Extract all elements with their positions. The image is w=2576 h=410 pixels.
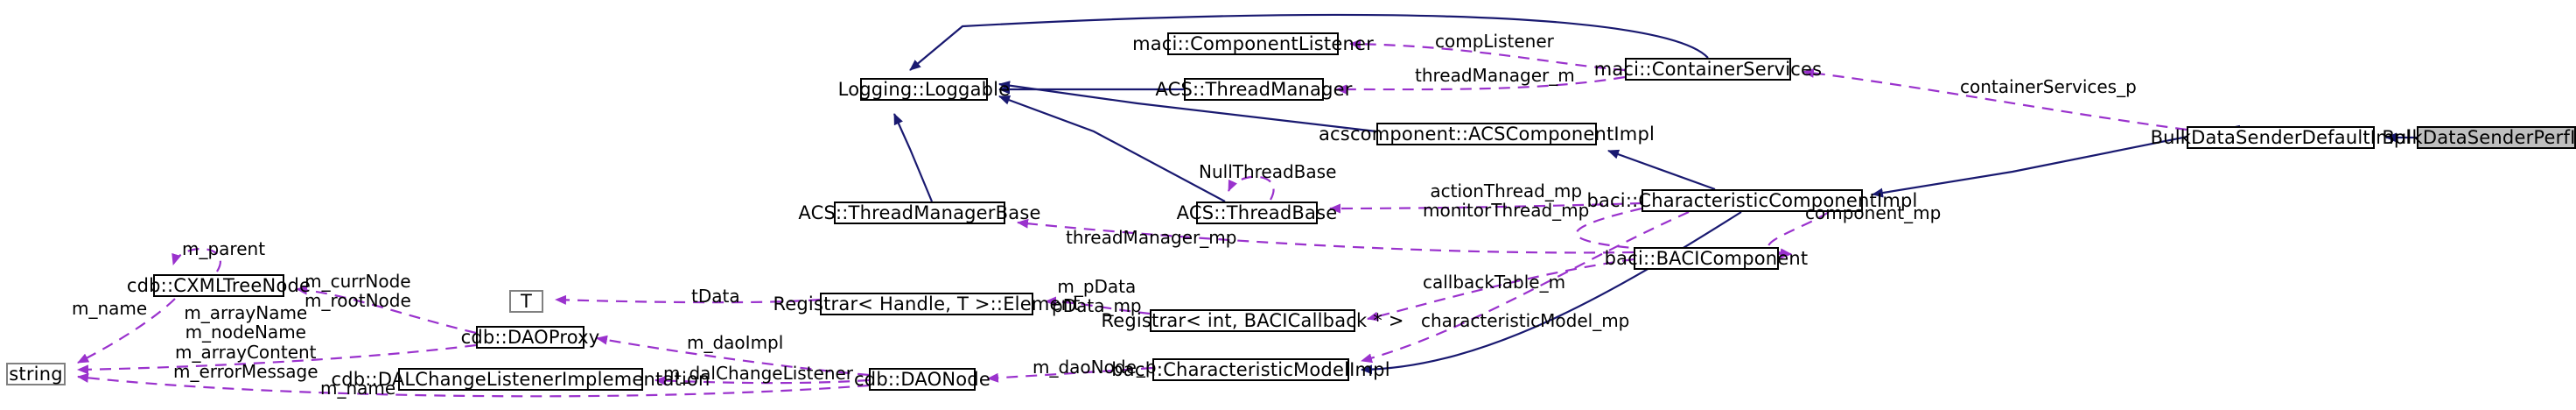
edge-label-tdata: tData	[691, 286, 740, 307]
node-cdb-dalchangelistenerimplementation[interactable]: cdb::DALChangeListenerImplementation	[331, 368, 710, 391]
node-acs-threadbase[interactable]: ACS::ThreadBase	[1176, 201, 1338, 224]
edge-label-nullthreadbase: NullThreadBase	[1199, 161, 1337, 182]
edge-label-m-currnode: m_currNode m_rootNode	[304, 271, 411, 312]
edge-label-containerservices-p: containerServices_p	[1960, 76, 2137, 97]
node-maci-containerservices[interactable]: maci::ContainerServices	[1593, 58, 1823, 81]
edge-label-m-parent: m_parent	[182, 238, 266, 259]
node-cdb-daonode[interactable]: cdb::DAONode	[854, 368, 990, 391]
edge-label-threadmanager-mp: threadManager_mp	[1066, 227, 1237, 248]
edge-label-m-name-bottom: m_name	[320, 378, 396, 399]
node-cdb-cxmltreenode[interactable]: cdb::CXMLTreeNode	[126, 274, 312, 297]
node-baci-characteristicmodelimpl[interactable]: baci::CharacteristicModelImpl	[1111, 358, 1390, 381]
node-template-t[interactable]: T	[509, 290, 543, 313]
edge-label-m-daonode-p: m_daoNode_p	[1032, 357, 1157, 378]
node-string[interactable]: string	[6, 363, 66, 385]
edge-label-m-name-left: m_name	[72, 298, 148, 319]
edge-label-complistener: compListener	[1435, 31, 1554, 52]
node-logging-loggable[interactable]: Logging::Loggable	[837, 78, 1011, 101]
edge-label-component-mp: component_mp	[1805, 202, 1942, 223]
edge-label-m-dalchangelistener: m_dalChangeListener	[663, 363, 854, 384]
edge-label-threadmanager-m: threadManager_m	[1415, 65, 1575, 86]
edge-label-m-pdata: m_pData pData_mp	[1052, 276, 1142, 317]
node-registrar-handle-t-element[interactable]: Registrar< Handle, T >::Element	[773, 293, 1081, 315]
node-baci-characteristiccomponentimpl[interactable]: baci::CharacteristicComponentImpl	[1586, 189, 1918, 212]
node-acscomponent-acscomponentimpl[interactable]: acscomponent::ACSComponentImpl	[1318, 123, 1656, 145]
edge-label-m-arrayname: m_arrayName m_nodeName m_arrayContent m_…	[173, 302, 318, 383]
edge-label-characteristicmodel-mp: characteristicModel_mp	[1421, 310, 1630, 331]
node-baci-bacicomponent[interactable]: baci::BACIComponent	[1604, 247, 1809, 270]
node-maci-componentlistener[interactable]: maci::ComponentListener	[1132, 32, 1374, 55]
edge-label-actionthread-mp: actionThread_mp monitorThread_mp	[1423, 180, 1590, 222]
node-acs-threadmanagerbase[interactable]: ACS::ThreadManagerBase	[798, 201, 1041, 224]
node-cdb-daoproxy[interactable]: cdb::DAOProxy	[460, 326, 600, 349]
node-bulkdatasenderdefaultimpl[interactable]: BulkDataSenderDefaultImpl	[2150, 126, 2412, 149]
node-bulkdatasenderperfimpl[interactable]: BulkDataSenderPerfImpl	[2382, 126, 2576, 149]
edge-label-callbacktable-m: callbackTable_m	[1423, 272, 1566, 293]
node-registrar-int-bacicallback[interactable]: Registrar< int, BACICallback * >	[1101, 309, 1404, 332]
edge-label-m-daoimpl: m_daoImpl	[687, 332, 784, 353]
node-acs-threadmanager[interactable]: ACS::ThreadManager	[1155, 78, 1353, 101]
